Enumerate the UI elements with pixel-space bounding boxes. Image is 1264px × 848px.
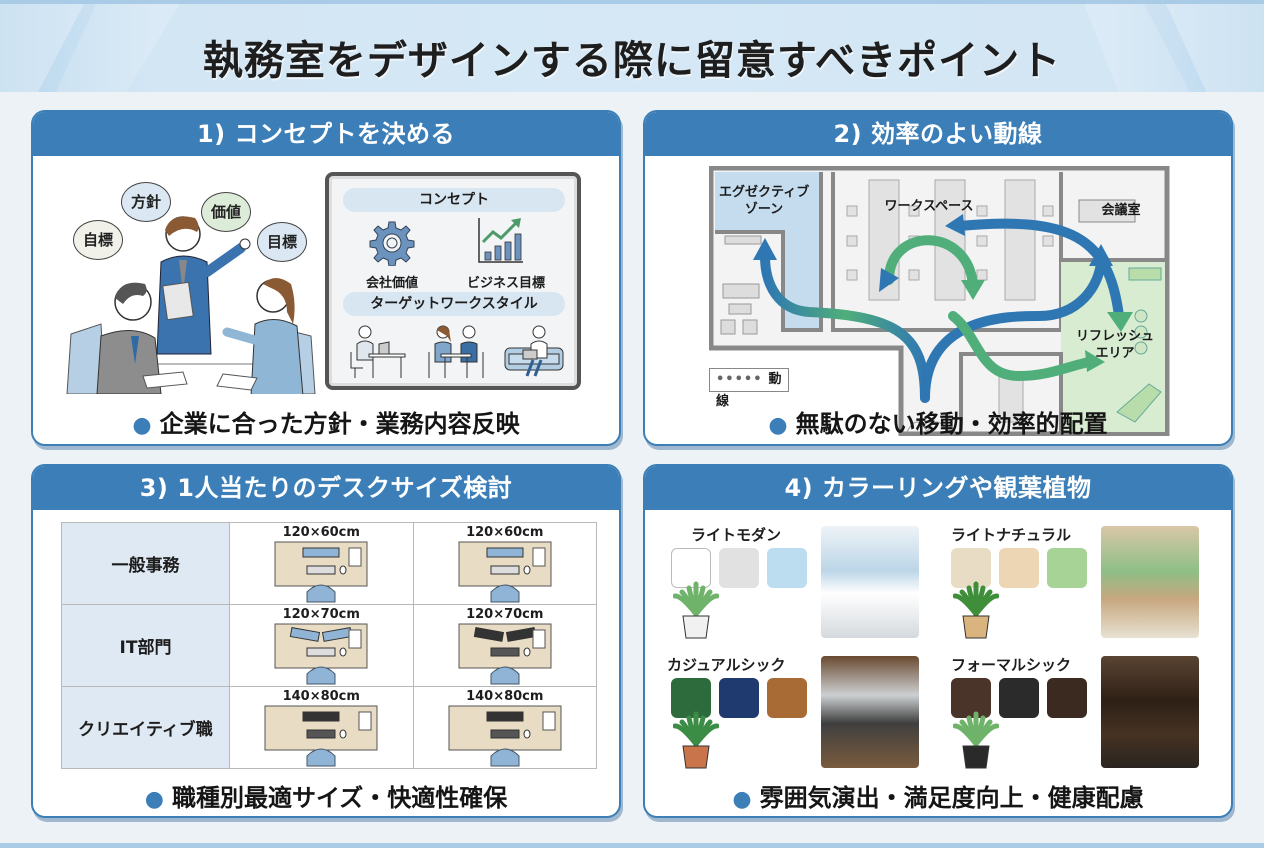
monstera-plant-icon [673, 711, 719, 769]
desk-layout-icon [458, 541, 552, 603]
desk-size-label: 120×70cm [466, 607, 544, 622]
panel-concept: 1) コンセプトを決める 自標 方針 価値 目標 コンセプト [31, 110, 621, 446]
desk-cell: 120×70cm [412, 604, 597, 687]
workstyle-title: ターゲットワークスタイル [343, 292, 565, 316]
desk-size-label: 120×60cm [282, 525, 360, 540]
desk-cell: 120×70cm [229, 604, 414, 687]
desk-layout-icon [274, 623, 368, 685]
flow-path [760, 251, 930, 403]
meeting-icon [428, 325, 484, 378]
desk-cell: 140×80cm [229, 686, 414, 769]
legend-label: 動線 [716, 372, 782, 409]
succulent-plant-icon [673, 581, 719, 639]
desk-size-label: 140×80cm [466, 689, 544, 704]
color-swatch [999, 678, 1039, 718]
style-name: ライトナチュラル [951, 526, 1072, 544]
color-swatch [951, 678, 991, 718]
concept-item-label: ビジネス目標 [466, 276, 545, 291]
desk-cell: 120×60cm [412, 522, 597, 605]
growth-chart-icon [478, 218, 523, 263]
meeting-illustration [66, 216, 316, 394]
color-swatch [671, 548, 711, 588]
desk-size-table: 一般事務 120×60cm 120×60cm IT部門 120×70cm 120… [61, 522, 597, 769]
panel-summary: ● 職種別最適サイズ・快適性確保 [33, 778, 619, 813]
summary-text: 無駄のない移動・効率的配置 [795, 410, 1108, 438]
style-name: フォーマルシック [951, 656, 1072, 674]
bullet-icon: ● [768, 413, 788, 438]
panel-heading: 4) カラーリングや観葉植物 [645, 466, 1231, 510]
room-label-executive: エグゼクティブ ゾーン [719, 185, 810, 217]
color-swatch [719, 548, 759, 588]
desk-size-label: 120×60cm [466, 525, 544, 540]
panel-heading: 1) コンセプトを決める [33, 112, 619, 156]
flow-legend: •••••動線 [709, 368, 789, 409]
desk-layout-icon [274, 541, 368, 603]
footer-band [0, 843, 1264, 848]
style-name: ライトモダン [691, 526, 782, 544]
floor-plan [709, 166, 1170, 436]
desk-cell: 140×80cm [412, 686, 597, 769]
bullet-icon: ● [144, 787, 164, 812]
role-cell: IT部門 [61, 604, 230, 687]
role-cell: 一般事務 [61, 522, 230, 605]
panel-summary: ● 雰囲気演出・満足度向上・健康配慮 [645, 778, 1231, 813]
table-row: 一般事務 120×60cm 120×60cm [61, 522, 597, 605]
speech-bubble: 自標 [73, 220, 123, 260]
office-photo [821, 526, 919, 638]
style-name: カジュアルシック [667, 656, 786, 674]
desk-layout-icon [264, 705, 378, 767]
summary-text: 企業に合った方針・業務内容反映 [159, 410, 520, 438]
speech-bubble: 目標 [257, 222, 307, 262]
panel-summary: ● 企業に合った方針・業務内容反映 [33, 404, 619, 439]
bullet-icon: ● [732, 787, 752, 812]
panel-flow: 2) 効率のよい動線 [643, 110, 1233, 446]
summary-text: 職種別最適サイズ・快適性確保 [171, 784, 508, 812]
desk-work-icon [350, 325, 406, 378]
table-row: IT部門 120×70cm 120×70cm [61, 604, 597, 687]
dotted-line-icon: ••••• [716, 372, 763, 387]
desk-size-label: 120×70cm [282, 607, 360, 622]
role-cell: クリエイティブ職 [61, 686, 230, 769]
color-swatch [951, 548, 991, 588]
panel-coloring: 4) カラーリングや観葉植物 ライトモダン ライトナチュラルカジュアルシック フォー… [643, 464, 1233, 818]
desk-layout-icon [448, 705, 562, 767]
panel-heading: 2) 効率のよい動線 [645, 112, 1231, 156]
color-swatch [719, 678, 759, 718]
gear-icon [369, 221, 415, 266]
panel-summary: ● 無駄のない移動・効率的配置 [645, 404, 1231, 439]
office-photo [821, 656, 919, 768]
table-row: クリエイティブ職 140×80cm 140×80cm [61, 686, 597, 769]
speech-bubble: 方針 [121, 182, 171, 222]
lounge-work-icon [504, 325, 564, 377]
color-swatch [1047, 678, 1087, 718]
speech-bubble: 価値 [201, 192, 251, 232]
office-photo [1101, 526, 1199, 638]
summary-text: 雰囲気演出・満足度向上・健康配慮 [759, 784, 1144, 812]
color-swatch [1047, 548, 1087, 588]
color-swatch [767, 678, 807, 718]
room-label-meeting: 会議室 [1101, 203, 1141, 218]
desk-size-label: 140×80cm [282, 689, 360, 704]
color-swatch [999, 548, 1039, 588]
fern-plant-icon [953, 581, 999, 639]
color-swatch [767, 548, 807, 588]
panel-desk-size: 3) 1人当たりのデスクサイズ検討 一般事務 120×60cm 120×60cm… [31, 464, 621, 818]
room-label-refresh: リフレッシュ エリア [1075, 329, 1154, 361]
snake-plant-icon [953, 711, 999, 769]
desk-cell: 120×60cm [229, 522, 414, 605]
title-banner: 執務室をデザインする際に留意すべきポイント [0, 0, 1264, 92]
page-title: 執務室をデザインする際に留意すべきポイント [202, 38, 1062, 84]
color-swatch [671, 678, 711, 718]
room-label-workspace: ワークスペース [884, 199, 974, 214]
desk-layout-icon [458, 623, 552, 685]
panel-heading: 3) 1人当たりのデスクサイズ検討 [33, 466, 619, 510]
bullet-icon: ● [132, 413, 152, 438]
concept-board-title: コンセプト [343, 188, 565, 212]
office-photo [1101, 656, 1199, 768]
concept-item-label: 会社価値 [365, 276, 418, 291]
concept-board: コンセプト 会社価値 ビジネス目標 ターゲットワークスタイル [325, 172, 581, 390]
